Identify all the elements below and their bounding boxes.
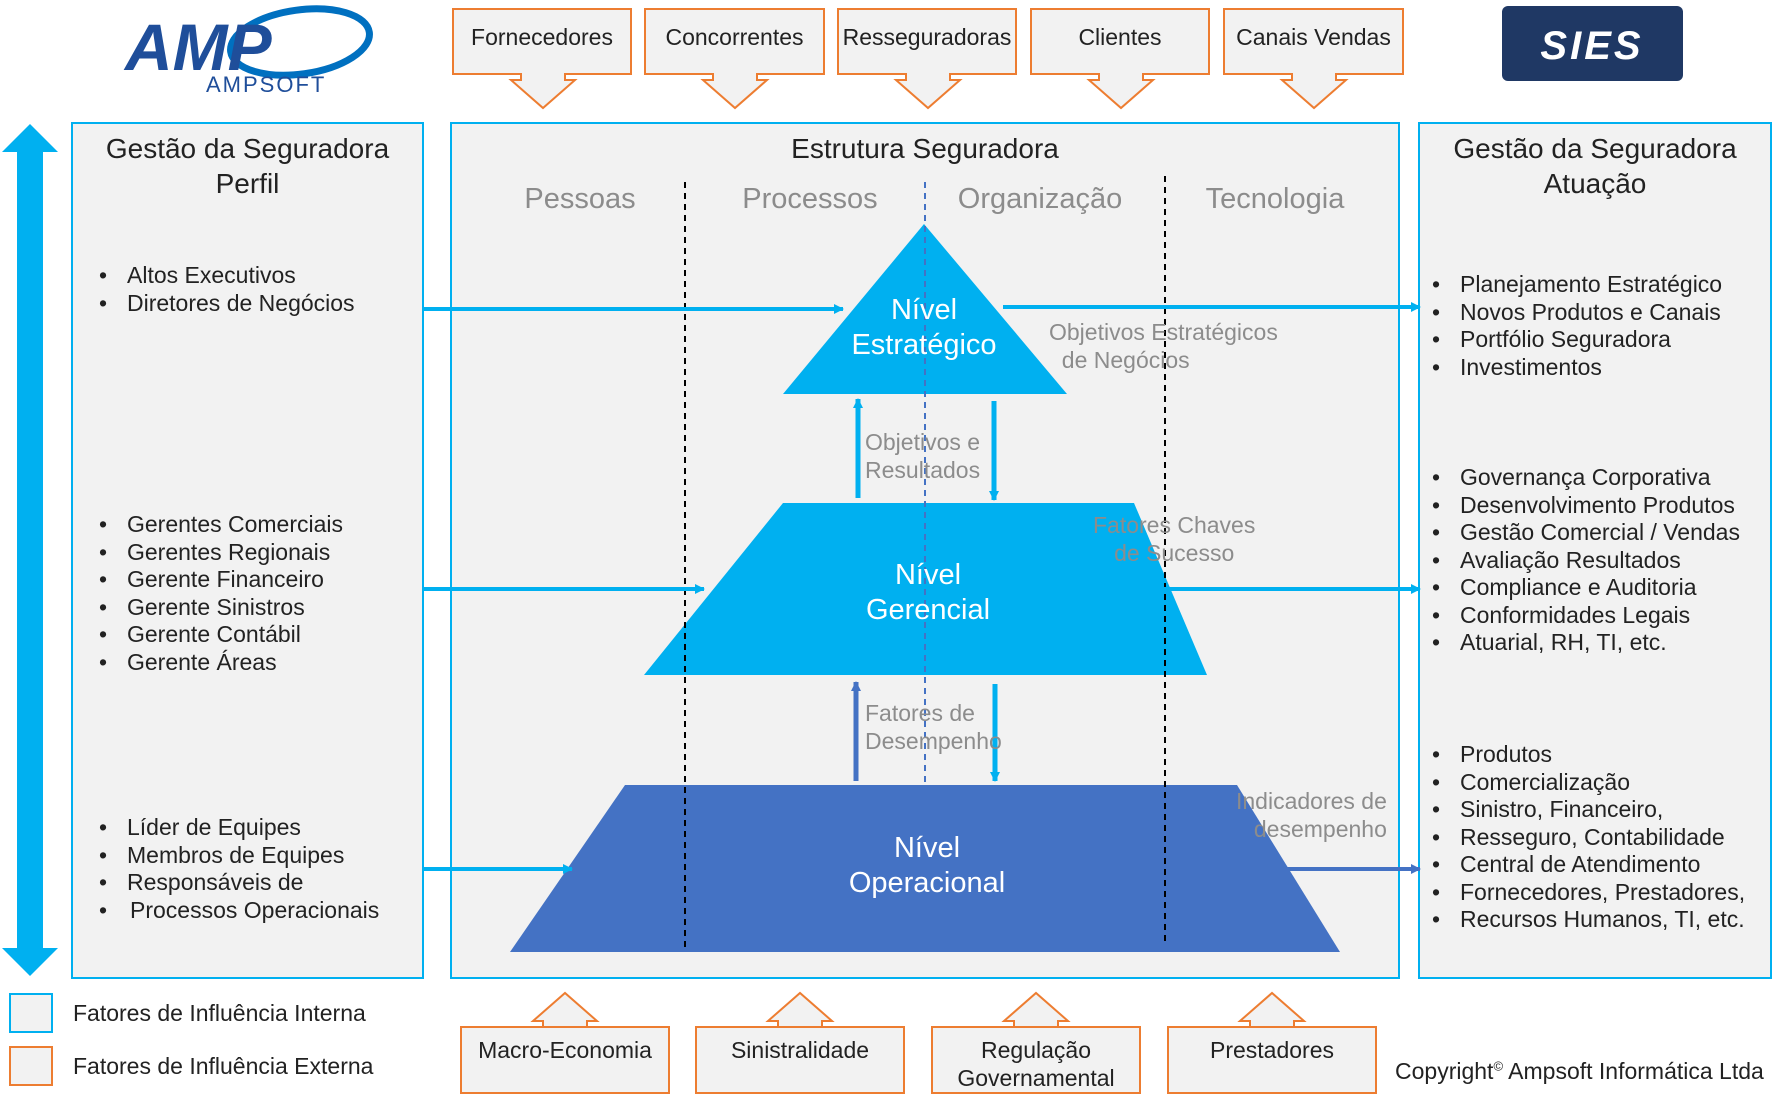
external-label-prestadores: Prestadores bbox=[1209, 1037, 1334, 1063]
column-tecnologia: Tecnologia bbox=[1205, 183, 1345, 215]
external-box-canais-vendas bbox=[1223, 8, 1404, 110]
legend-external-label: Fatores de Influência Externa bbox=[73, 1053, 374, 1079]
right-group-strategic: Planejamento Estratégico Novos Produtos … bbox=[1432, 271, 1722, 381]
legend-internal-swatch bbox=[9, 993, 53, 1033]
external-label-canais-vendas: Canais Vendas bbox=[1236, 24, 1391, 50]
list-item: Recursos Humanos, TI, etc. bbox=[1432, 906, 1745, 934]
amp-mark-text: AMP bbox=[123, 10, 273, 84]
list-item: Gerentes Comerciais bbox=[99, 511, 343, 539]
external-box-prestadores bbox=[1167, 991, 1377, 1094]
external-factors-bottom bbox=[460, 991, 1377, 1094]
list-item: Gestão Comercial / Vendas bbox=[1432, 519, 1740, 547]
list-item: Diretores de Negócios bbox=[99, 290, 355, 318]
list-item: Compliance e Auditoria bbox=[1432, 574, 1740, 602]
left-group-operational: Líder de Equipes Membros de Equipes Resp… bbox=[99, 814, 379, 924]
column-organizacao: Organização bbox=[957, 183, 1123, 215]
list-item: Desenvolvimento Produtos bbox=[1432, 492, 1740, 520]
list-item: Altos Executivos bbox=[99, 262, 355, 290]
list-item: Produtos bbox=[1432, 741, 1745, 769]
alignment-label: ALINHAMENTO bbox=[19, 465, 46, 632]
list-item: Gerente Financeiro bbox=[99, 566, 343, 594]
column-pessoas: Pessoas bbox=[524, 183, 636, 215]
list-item: Sinistro, Financeiro, bbox=[1432, 796, 1745, 824]
list-item: Atuarial, RH, TI, etc. bbox=[1432, 629, 1740, 657]
left-group-managerial: Gerentes Comerciais Gerentes Regionais G… bbox=[99, 511, 343, 676]
list-item: Avaliação Resultados bbox=[1432, 547, 1740, 575]
external-box-clientes bbox=[1030, 8, 1210, 110]
external-label-sinistralidade: Sinistralidade bbox=[730, 1037, 870, 1063]
list-item: Governança Corporativa bbox=[1432, 464, 1740, 492]
list-item: Gerentes Regionais bbox=[99, 539, 343, 567]
external-label-concorrentes: Concorrentes bbox=[665, 24, 804, 50]
column-processos: Processos bbox=[742, 183, 878, 215]
legend-internal-label: Fatores de Influência Interna bbox=[73, 1000, 366, 1026]
list-item: Portfólio Seguradora bbox=[1432, 326, 1722, 354]
list-item: Comercialização bbox=[1432, 769, 1745, 797]
ampsoft-name: AMPSOFT bbox=[206, 72, 327, 97]
external-box-sinistralidade bbox=[695, 991, 905, 1094]
list-item: Conformidades Legais bbox=[1432, 602, 1740, 630]
list-item: Gerente Sinistros bbox=[99, 594, 343, 622]
list-item: Membros de Equipes bbox=[99, 842, 379, 870]
right-group-operational: Produtos Comercialização Sinistro, Finan… bbox=[1432, 741, 1745, 934]
external-box-macro-economia bbox=[460, 991, 670, 1094]
external-label-clientes: Clientes bbox=[1078, 24, 1162, 50]
list-item: Central de Atendimento bbox=[1432, 851, 1745, 879]
external-label-macro-economia: Macro-Economia bbox=[478, 1037, 652, 1063]
list-item: Líder de Equipes bbox=[99, 814, 379, 842]
alignment-double-arrow bbox=[2, 124, 58, 976]
center-panel-title: Estrutura Seguradora bbox=[791, 133, 1059, 164]
list-item: Investimentos bbox=[1432, 354, 1722, 382]
list-item: Fornecedores, Prestadores, bbox=[1432, 879, 1745, 907]
list-item: Resseguro, Contabilidade bbox=[1432, 824, 1745, 852]
legend-external-swatch bbox=[9, 1046, 53, 1086]
ampsoft-logo: AMP bbox=[123, 5, 373, 84]
external-box-regulacao bbox=[931, 991, 1141, 1094]
sies-logo: SIES bbox=[1502, 6, 1683, 81]
external-box-fornecedores bbox=[452, 8, 632, 110]
list-item: Gerente Contábil bbox=[99, 621, 343, 649]
list-item: Novos Produtos e Canais bbox=[1432, 299, 1722, 327]
annotation-strategic-objectives: Objetivos Estratégicos de Negócios bbox=[1049, 319, 1278, 373]
external-box-resseguradoras bbox=[837, 8, 1017, 110]
list-item: Processos Operacionais bbox=[99, 897, 379, 925]
list-item: Responsáveis de bbox=[99, 869, 379, 897]
copyright-notice: Copyright© Ampsoft Informática Ltda bbox=[1395, 1058, 1764, 1084]
right-group-managerial: Governança Corporativa Desenvolvimento P… bbox=[1432, 464, 1740, 657]
list-item: Planejamento Estratégico bbox=[1432, 271, 1722, 299]
external-factors-top bbox=[452, 8, 1404, 110]
list-item: Gerente Áreas bbox=[99, 649, 343, 677]
external-box-concorrentes bbox=[644, 8, 825, 110]
external-label-resseguradoras: Resseguradoras bbox=[842, 24, 1012, 50]
left-group-strategic: Altos Executivos Diretores de Negócios bbox=[99, 262, 355, 317]
sies-logo-text: SIES bbox=[1540, 24, 1643, 68]
external-label-fornecedores: Fornecedores bbox=[471, 24, 613, 50]
